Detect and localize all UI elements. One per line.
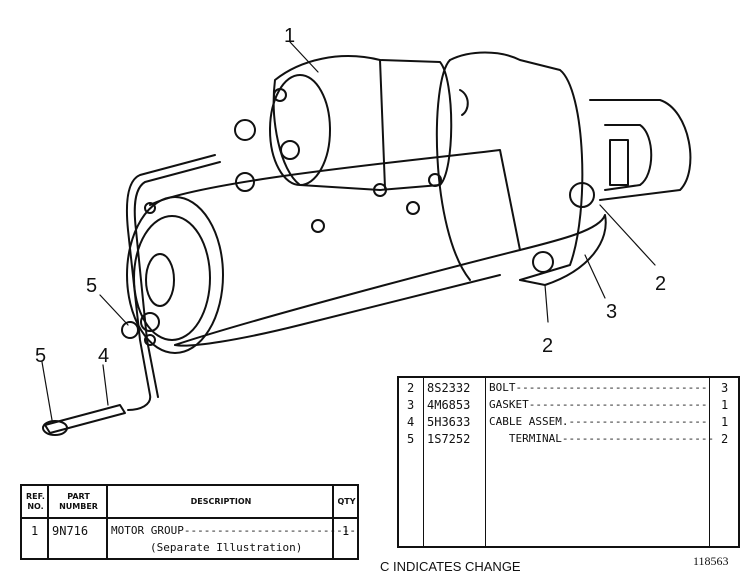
row-part: 4M6853 (427, 398, 471, 412)
divider (423, 378, 424, 546)
callout-3: 3 (606, 301, 617, 323)
row-qty: 1 (721, 398, 729, 412)
col-description (108, 486, 334, 558)
solenoid (272, 55, 453, 191)
row-ref: 5 (407, 432, 415, 446)
row-description: GASKET--------------------------- (489, 398, 708, 411)
table-header (22, 486, 357, 519)
table-row: 5 1S7252 TERMINAL-----------------------… (399, 432, 738, 449)
parts-table-primary: REF. NO. PART NUMBER DESCRIPTION QTY 1 9… (20, 484, 359, 560)
callout-4: 4 (98, 345, 109, 367)
row-note: (Separate Illustration) (150, 541, 303, 554)
cable-assembly (125, 154, 216, 411)
parts-table-secondary: 2 8S2332 BOLT---------------------------… (397, 376, 740, 548)
col-ref (22, 486, 49, 558)
row-qty: 2 (721, 432, 729, 446)
row-description: CABLE ASSEM.--------------------- (489, 415, 708, 428)
divider (485, 378, 486, 546)
callout-5-upper: 5 (86, 275, 97, 297)
bolt (569, 182, 595, 208)
header-part-number: PART NUMBER (59, 492, 98, 511)
callout-2-lower: 2 (542, 335, 553, 357)
row-qty: 1 (721, 415, 729, 429)
drawing-number: 118563 (693, 554, 729, 568)
header-ref: REF. NO. (26, 492, 45, 511)
row-ref: 4 (407, 415, 415, 429)
row-description: MOTOR GROUP-------------------------- (111, 524, 357, 537)
divider (709, 378, 710, 546)
callout-5-lower: 5 (35, 345, 46, 367)
row-ref: 1 (31, 524, 39, 538)
row-description: BOLT----------------------------- (489, 381, 708, 394)
end-terminal (121, 321, 139, 339)
row-qty: 1 (342, 524, 350, 538)
table-row: 3 4M6853 GASKET-------------------------… (399, 398, 738, 415)
header-qty: QTY (337, 497, 356, 506)
pinion-housing (589, 99, 692, 201)
row-qty: 3 (721, 381, 729, 395)
terminal-lead (44, 404, 126, 434)
drive-housing (449, 51, 584, 281)
row-part: 5H3633 (427, 415, 471, 429)
callout-2-upper: 2 (655, 273, 666, 295)
table-row: 4 5H3633 CABLE ASSEM.-------------------… (399, 415, 738, 432)
row-ref: 3 (407, 398, 415, 412)
row-part: 8S2332 (427, 381, 471, 395)
end-cap (126, 196, 224, 354)
terminal-post (234, 119, 256, 141)
row-part: 1S7252 (427, 432, 471, 446)
gasket-flange (519, 214, 607, 286)
row-part: 9N716 (52, 524, 89, 538)
table-row: 2 8S2332 BOLT---------------------------… (399, 381, 738, 398)
row-ref: 2 (407, 381, 415, 395)
motor-housing (149, 149, 521, 346)
row-description: TERMINAL----------------------- (489, 432, 715, 445)
change-note: C INDICATES CHANGE (380, 559, 521, 574)
header-description: DESCRIPTION (190, 497, 252, 506)
callout-1: 1 (284, 25, 295, 47)
col-part (49, 486, 108, 558)
